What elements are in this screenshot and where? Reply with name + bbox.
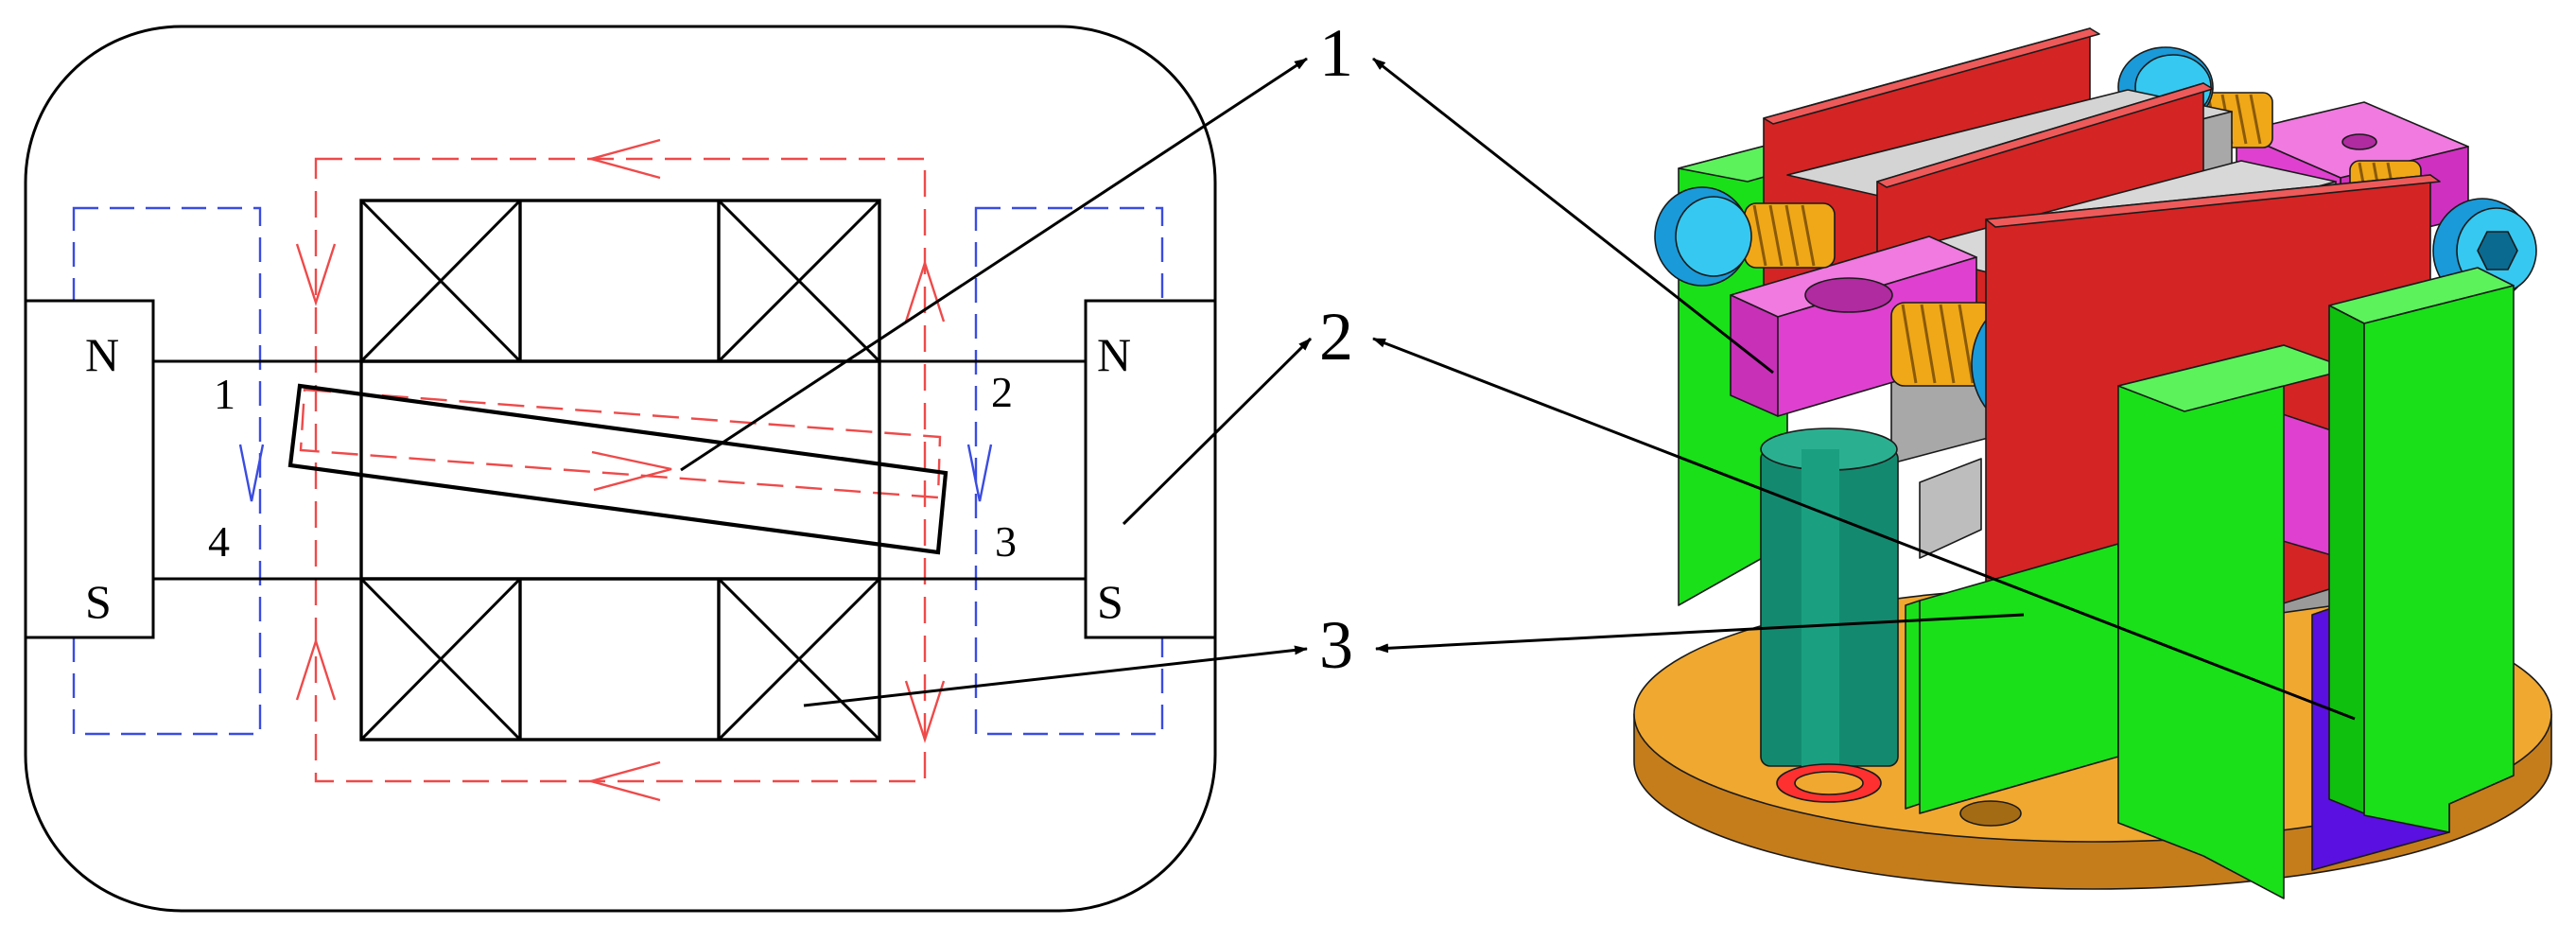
armature [287, 383, 949, 555]
frame-front-right [2117, 344, 2351, 899]
callout-2: 2 [1319, 299, 1353, 375]
magnet-flux-paths [72, 206, 1164, 736]
gap-label-4: 4 [208, 517, 230, 566]
housing-outline [24, 25, 1217, 913]
schematic-diagram: N S N S 1 2 3 4 [24, 25, 1217, 913]
callout-leaders [680, 57, 2356, 721]
callout-1: 1 [1319, 15, 1353, 91]
coil-windings [359, 199, 881, 741]
magnet-left [24, 299, 155, 639]
leader-2-model [1372, 337, 2356, 721]
callout-3: 3 [1319, 607, 1353, 683]
post [1760, 427, 1899, 767]
spring-front [1890, 302, 1996, 387]
leader-3-schematic [803, 645, 1308, 707]
magnet-right [1084, 299, 1217, 639]
spring-left [1744, 202, 1836, 269]
screw-head-left [1654, 186, 1752, 287]
bracket-left [1730, 236, 1977, 417]
gap-label-1: 1 [214, 370, 235, 418]
leader-1-schematic [680, 57, 1308, 472]
leader-2-schematic [1122, 337, 1313, 526]
leader-3-model [1375, 613, 2025, 654]
coil-flux-paths [299, 157, 942, 783]
pole-lines [153, 359, 1086, 581]
gap-label-3: 3 [995, 517, 1017, 566]
post-spring [1776, 763, 1882, 803]
gap-label-2: 2 [991, 368, 1013, 416]
coil-flux-arrows [295, 138, 946, 802]
coil-core [359, 199, 881, 741]
assembly-3d-model [1633, 27, 2552, 899]
spacer-block [1919, 458, 1982, 559]
leader-1-model [1372, 57, 1774, 375]
magnet-left-south: S [85, 575, 112, 628]
frame-side [2328, 267, 2515, 833]
magnet-right-south: S [1097, 575, 1123, 628]
magnet-left-north: N [85, 328, 119, 381]
magnet-right-north: N [1097, 328, 1131, 381]
magnet-flux-arrows [51, 434, 1176, 502]
